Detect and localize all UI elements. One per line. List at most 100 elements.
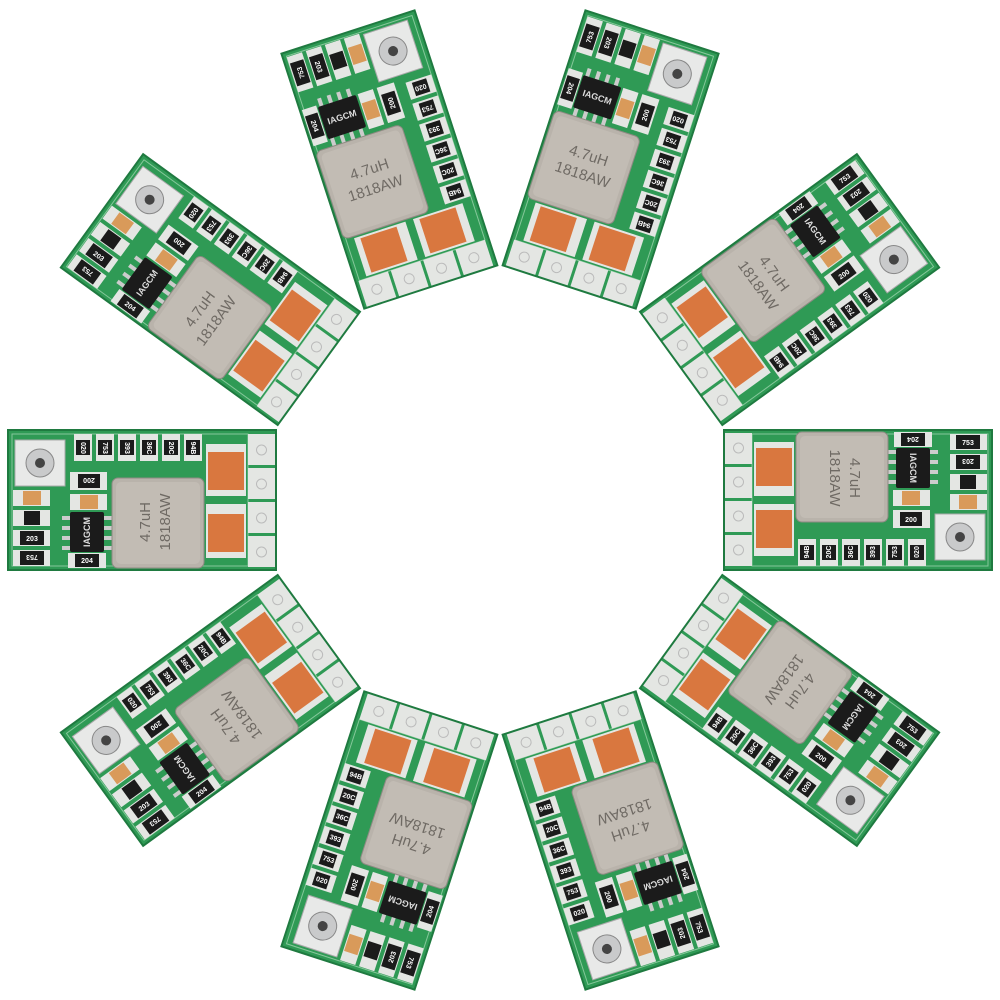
- resistor-label: 204: [426, 905, 436, 918]
- resistor-row: 020 753 393 36C 20C 94B: [74, 434, 202, 461]
- potentiometer-icon: [292, 894, 353, 958]
- resistor-label: 94B: [538, 803, 552, 814]
- resistor-label: 753: [892, 546, 899, 558]
- resistor-label: 203: [962, 457, 974, 464]
- potentiometer-icon: [815, 766, 885, 835]
- resistor-label: 20C: [826, 546, 833, 559]
- capacitor: [754, 442, 794, 556]
- resistor-row: 020 753 393 36C 20C 94B: [798, 539, 926, 566]
- buck-converter-board: 020 753 393 36C 20C 94B 200 203 753 IAGC…: [501, 9, 720, 310]
- resistor-label: 753: [101, 442, 108, 454]
- potentiometer-icon: [576, 917, 638, 981]
- resistor-label: 200: [348, 878, 358, 891]
- resistor-label: 020: [315, 876, 328, 886]
- ic-chip: IAGCM: [379, 873, 428, 933]
- capacitor: [229, 603, 329, 720]
- inductor-code: 1818AW: [157, 493, 174, 551]
- resistor-row: 020 753 393 36C 20C 94B: [529, 795, 595, 926]
- resistor-label: 20C: [545, 824, 559, 835]
- resistor-label: 204: [907, 435, 919, 442]
- resistor-label: 36C: [145, 442, 152, 455]
- capacitor: [228, 281, 328, 398]
- resistor-label: 020: [414, 82, 427, 92]
- resistor-label: 393: [870, 546, 877, 558]
- inductor-value: 4.7uH: [846, 458, 863, 498]
- resistor-label: 36C: [335, 813, 349, 824]
- resistor-row: 020 753 393 36C 20C 94B: [702, 706, 822, 804]
- resistor-label: 753: [26, 553, 38, 560]
- ic-chip: IAGCM: [317, 88, 366, 147]
- resistor-row: 020 753 393 36C 20C 94B: [763, 281, 884, 379]
- capacitor: [206, 444, 246, 558]
- resistor-label: 204: [309, 120, 319, 133]
- terminal-pads: [256, 298, 357, 422]
- ic-chip: IAGCM: [116, 255, 177, 313]
- potentiometer-icon: [362, 19, 424, 83]
- ic-chip: IAGCM: [634, 853, 683, 912]
- buck-converter-board: 020 753 393 36C 20C 94B 200 203 753 IAGC…: [280, 9, 499, 310]
- resistor-label: 200: [905, 517, 917, 524]
- potentiometer-icon: [115, 165, 185, 234]
- resistor-label: 753: [404, 956, 414, 969]
- inductor: 4.7uH 1818AW: [527, 111, 640, 225]
- resistor-label: 36C: [434, 144, 448, 155]
- resistor-label: 36C: [651, 176, 665, 187]
- inductor: 4.7uH 1818AW: [701, 218, 825, 342]
- resistor-label: 203: [388, 951, 398, 964]
- ic-chip: IAGCM: [888, 448, 938, 488]
- inductor-code: 1818AW: [826, 450, 843, 508]
- inductor: 4.7uH 1818AW: [175, 658, 299, 782]
- resistor-label: 753: [586, 31, 596, 44]
- resistor-label: 393: [329, 834, 342, 844]
- resistor-row: 020 753 393 36C 20C 94B: [305, 763, 371, 894]
- inductor-value: 4.7uH: [137, 502, 154, 542]
- resistor-label: 203: [602, 36, 612, 49]
- resistor-label: 204: [81, 558, 93, 565]
- terminal-pads: [257, 578, 358, 703]
- resistor-label: 36C: [848, 546, 855, 559]
- terminal-pads: [506, 693, 642, 761]
- resistor-label: 204: [681, 867, 691, 880]
- resistor-row: 020 753 393 36C 20C 94B: [629, 106, 695, 237]
- resistor-label: 753: [693, 921, 703, 934]
- ic-chip: IAGCM: [784, 202, 845, 260]
- resistor-label: 753: [322, 855, 335, 865]
- resistor-label: 203: [677, 926, 687, 939]
- resistor-label: 20C: [167, 442, 174, 455]
- terminal-pads: [642, 297, 743, 422]
- resistor-label: 393: [658, 156, 671, 166]
- potentiometer-icon: [859, 225, 929, 294]
- buck-converter-board: 020 753 393 36C 20C 94B 200 203 753 IAGC…: [501, 690, 720, 991]
- resistor-label: 393: [123, 442, 130, 454]
- potentiometer-icon: [71, 706, 141, 775]
- resistor-label: 753: [297, 66, 307, 79]
- resistor-label: 753: [962, 440, 974, 447]
- resistor-label: 020: [914, 546, 921, 558]
- terminal-pads: [643, 578, 744, 702]
- resistor-label: 753: [421, 103, 434, 113]
- inductor: 4.7uH 1818AW: [316, 125, 429, 239]
- capacitor: [672, 602, 772, 719]
- resistor-row: 020 753 393 36C 20C 94B: [178, 196, 298, 294]
- resistor-label: 203: [26, 536, 38, 543]
- potentiometer-icon: [647, 42, 708, 106]
- buck-converter-board: 020 753 393 36C 20C 94B 200 203 753 IAGC…: [280, 690, 499, 991]
- capacitor: [354, 203, 475, 277]
- resistor-label: 393: [427, 124, 440, 134]
- resistor-row: 020 753 393 36C 20C 94B: [405, 74, 471, 205]
- resistor-label: 94B: [189, 442, 196, 455]
- buck-converter-board: 020 753 393 36C 20C 94B 200 203 753 IAGC…: [723, 429, 993, 571]
- ic-chip: IAGCM: [823, 687, 884, 745]
- resistor-label: 200: [641, 109, 651, 122]
- resistor-label: 94B: [637, 218, 651, 229]
- resistor-label: 200: [602, 891, 612, 904]
- chip-marking: IAGCM: [82, 517, 92, 547]
- chip-marking: IAGCM: [908, 453, 918, 483]
- resistor-label: 20C: [440, 165, 454, 176]
- resistor-label: 204: [564, 82, 574, 95]
- resistor-label: 94B: [348, 771, 362, 782]
- resistor-label: 94B: [804, 546, 811, 559]
- resistor-label: 020: [79, 442, 86, 454]
- resistor-label: 753: [566, 887, 579, 897]
